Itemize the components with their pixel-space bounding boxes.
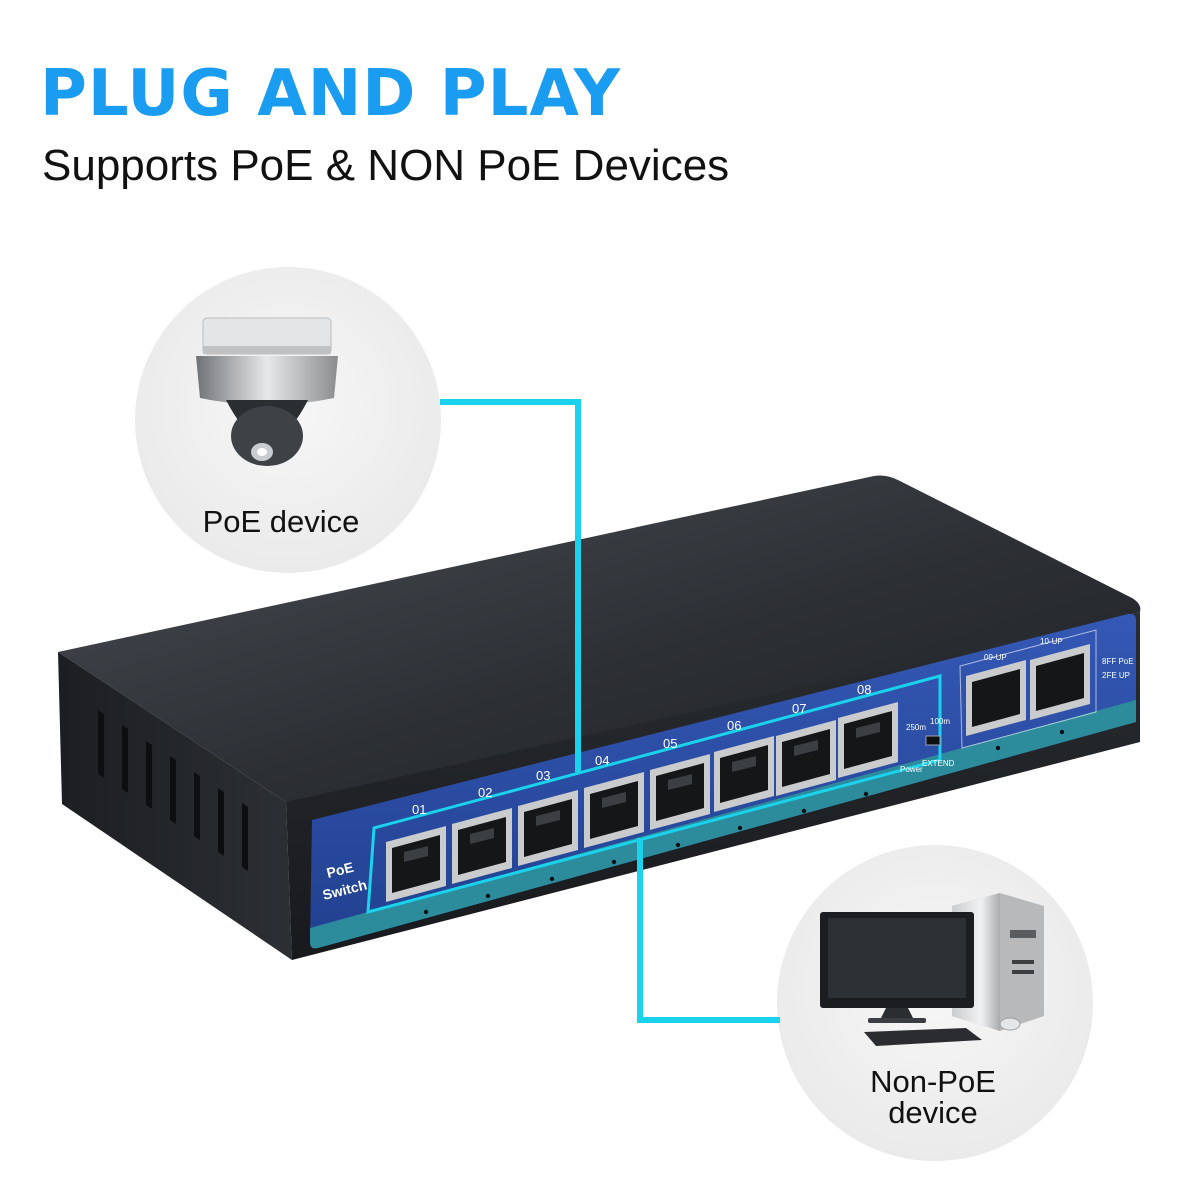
rj45-port-07[interactable] [776,720,836,796]
poe-switch: PoE Switch 01 02 03 04 05 06 07 08 250m … [58,475,1141,960]
spec-label-line2: 2FE UP [1102,671,1130,680]
non-poe-device-label-line1: Non-PoE [870,1064,996,1099]
dome-camera-icon [196,317,338,466]
poe-device-label: PoE device [203,504,360,539]
uplink-port-10[interactable] [1030,644,1090,720]
side-vents [98,710,248,871]
port-label-05: 05 [663,736,677,751]
extend-label-250m: 250m [906,723,926,732]
port-label-08: 08 [857,682,871,697]
poe-device-badge: PoE device [135,267,441,573]
non-poe-device-badge: Non-PoE device [777,845,1093,1161]
subheadline: Supports PoE & NON PoE Devices [42,141,730,190]
port-label-02: 02 [478,785,492,800]
port-label-07: 07 [792,701,806,716]
rj45-port-05[interactable] [650,754,710,830]
port-label-03: 03 [536,768,550,783]
rj45-port-01[interactable] [386,826,446,902]
uplink-label-09: 09-UP [984,653,1007,662]
panel-label-line1: PoE [325,859,355,881]
port-leds [423,729,1065,915]
extend-toggle[interactable] [925,735,941,746]
poe-connector-line [440,399,581,772]
uplink-group-outline [959,629,1097,749]
port-label-06: 06 [727,718,741,733]
port-label-04: 04 [595,753,609,768]
switch-top-face [58,475,1141,808]
rj45-port-02[interactable] [452,808,512,884]
port-label-01: 01 [412,802,426,817]
rj45-port-03[interactable] [518,790,578,866]
desktop-computer-icon [820,893,1044,1046]
rj45-port-06[interactable] [714,736,774,812]
extend-status-label: EXTEND [922,759,955,768]
spec-label-line1: 8FF PoE [1102,657,1134,666]
uplink-label-10: 10-UP [1040,637,1063,646]
port-group-outline [366,674,942,914]
non-poe-connector-line [637,838,780,1023]
power-label: Power [900,765,923,774]
non-poe-device-label-line2: device [888,1095,978,1130]
rj45-port-08[interactable] [838,702,898,778]
uplink-port-09[interactable] [966,660,1026,736]
headline: PLUG AND PLAY [40,57,622,131]
rj45-port-04[interactable] [584,772,644,848]
extend-label-100m: 100m [930,717,950,726]
